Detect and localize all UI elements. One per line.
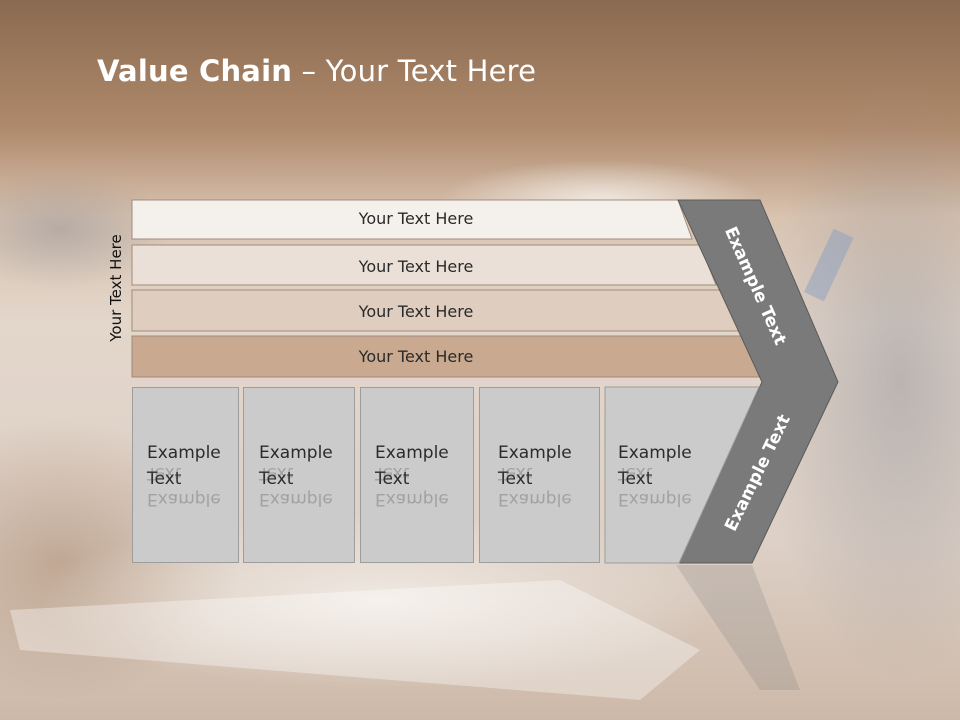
support-bar-1[interactable] [131, 199, 693, 240]
support-bar-1-label: Your Text Here [358, 209, 474, 228]
primary-box-3[interactable] [360, 387, 474, 563]
primary-box-5[interactable] [604, 386, 760, 564]
primary-box-2[interactable] [243, 387, 355, 563]
chevron-reflection [676, 565, 800, 690]
support-bar-4-label: Your Text Here [358, 347, 474, 366]
margin-chevron[interactable] [675, 199, 839, 564]
support-bar-2[interactable] [131, 244, 717, 286]
support-bar-2-label: Your Text Here [358, 257, 474, 276]
primary-box-4[interactable] [479, 387, 600, 563]
support-bar-3-label: Your Text Here [358, 302, 474, 321]
primary-box-1[interactable] [132, 387, 239, 563]
title-rest: – Your Text Here [292, 54, 537, 88]
slide-title: Value Chain – Your Text Here [97, 54, 536, 88]
title-bold: Value Chain [97, 54, 293, 88]
